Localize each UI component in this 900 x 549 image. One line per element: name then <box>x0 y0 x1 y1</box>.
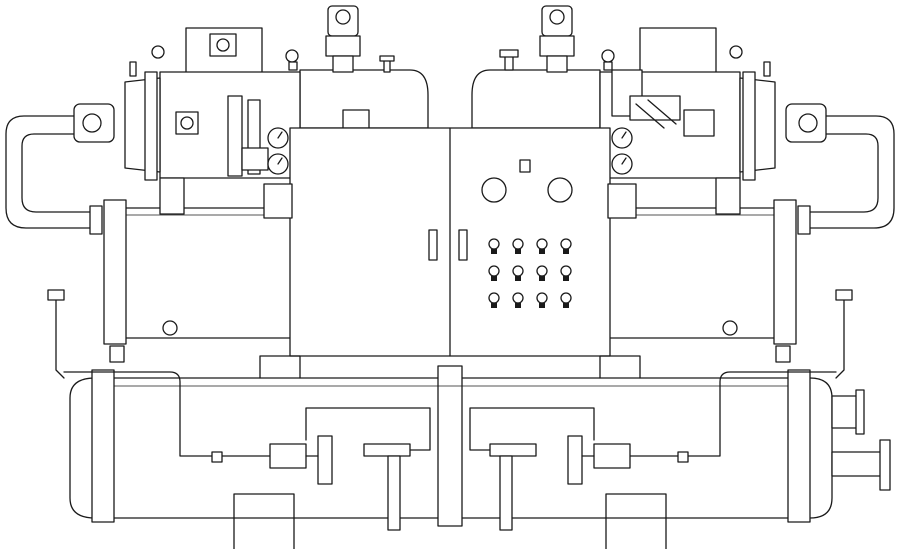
knob-right <box>547 177 573 203</box>
control-cabinet <box>289 127 611 357</box>
support-feet <box>233 355 667 549</box>
motor-right <box>539 5 575 73</box>
gauge-panel-base <box>607 183 637 219</box>
indicator-lamp <box>536 265 548 281</box>
indicator-lamp <box>536 238 548 254</box>
oil-separator-left <box>285 49 429 129</box>
indicator-lamp <box>560 265 572 281</box>
suction-pipe-loop-right <box>797 115 895 235</box>
indicator-lamp <box>560 292 572 308</box>
suction-pipe-loop-left <box>5 115 103 235</box>
indicator-lamp <box>488 292 500 308</box>
indicator-lamp <box>512 265 524 281</box>
indicator-lamp <box>488 238 500 254</box>
door-handle-right <box>458 229 468 261</box>
evaporator-shell <box>69 365 833 527</box>
side-valve-left <box>47 289 125 379</box>
indicator-lamp <box>512 292 524 308</box>
indicator-lamp <box>536 292 548 308</box>
indicator-lamp <box>512 238 524 254</box>
pressure-gauge <box>611 153 633 175</box>
cabinet-lock <box>519 159 531 173</box>
gauge-panel-base <box>263 183 293 219</box>
side-valve-right <box>775 289 853 379</box>
motor-left <box>325 5 361 73</box>
indicator-lamp <box>560 238 572 254</box>
pressure-gauges-left <box>263 127 293 219</box>
pressure-gauge <box>267 127 289 149</box>
knob-left <box>481 177 507 203</box>
liquid-line-piping <box>63 371 837 531</box>
oil-separator-right <box>471 49 615 129</box>
compressor-right <box>599 27 827 215</box>
pressure-gauge <box>611 127 633 149</box>
compressor-left <box>73 27 301 215</box>
pressure-gauges-right <box>607 127 637 219</box>
indicator-lamp-grid <box>488 238 572 308</box>
indicator-lamp <box>488 265 500 281</box>
pressure-gauge <box>267 153 289 175</box>
door-handle-left <box>428 229 438 261</box>
water-inlet-outlet-flanges <box>831 389 891 491</box>
